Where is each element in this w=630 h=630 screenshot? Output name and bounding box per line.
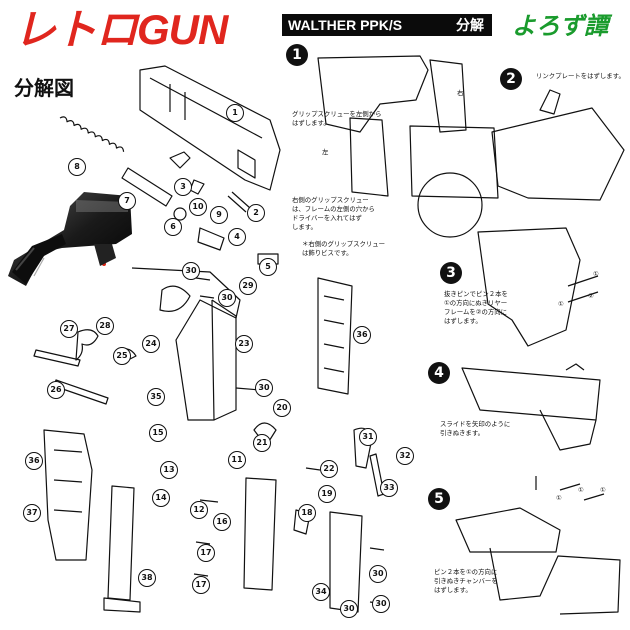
part-label: 6	[164, 218, 182, 236]
part-label: 30	[340, 600, 358, 618]
part-label: 30	[372, 595, 390, 613]
step-number-badge: 4	[428, 362, 450, 384]
part-label: 17	[192, 576, 210, 594]
part-label: 11	[228, 451, 246, 469]
part-label: 18	[298, 504, 316, 522]
part-label: 1	[226, 104, 244, 122]
logo-title: レトロGUN	[14, 6, 228, 53]
part-label: 19	[318, 485, 336, 503]
part-label: 35	[147, 388, 165, 406]
frame-part	[131, 267, 241, 421]
step-note: 左	[322, 148, 329, 156]
step-note: ①	[593, 270, 599, 278]
part-label: 21	[253, 434, 271, 452]
left-grip	[43, 429, 93, 561]
part-label: 15	[149, 424, 167, 442]
brand-logo: よろず譚	[512, 12, 608, 40]
part-label: 17	[197, 544, 215, 562]
pistol-photo	[8, 192, 132, 286]
step-note: ＊右側のグリップスクリュー は飾りビスです。	[302, 240, 386, 257]
part-label: 37	[23, 504, 41, 522]
magazine-part	[103, 485, 141, 613]
part-label: 8	[68, 158, 86, 176]
part-label: 13	[160, 461, 178, 479]
part-label: 12	[190, 501, 208, 519]
part-label: 20	[273, 399, 291, 417]
part-label: 2	[247, 204, 265, 222]
part-label: 36	[353, 326, 371, 344]
step-note: 抜きピンでピン２本を ①の方向にぬきリヤー フレームを②の方向に はずします。	[444, 290, 508, 325]
step-note: ①	[558, 300, 564, 308]
step2-diagram	[491, 89, 625, 201]
section-label: 分解	[456, 17, 484, 33]
part-label: 3	[174, 178, 192, 196]
recoil-spring	[59, 116, 125, 152]
part-label: 16	[213, 513, 231, 531]
slide-part	[139, 65, 281, 191]
part-label: 7	[118, 192, 136, 210]
part-label: 30	[255, 379, 273, 397]
part-label: 33	[380, 479, 398, 497]
step-note: 右	[457, 89, 464, 97]
part-label: 28	[96, 317, 114, 335]
page-subtitle: 分解図	[14, 76, 74, 100]
step-note: ①	[578, 486, 584, 494]
part-label: 34	[312, 583, 330, 601]
part-label: 4	[228, 228, 246, 246]
step1-diagram	[317, 55, 499, 238]
part-label: 32	[396, 447, 414, 465]
step-number-badge: 5	[428, 488, 450, 510]
part-label: 24	[142, 335, 160, 353]
part-label: 25	[113, 347, 131, 365]
part-label: 30	[218, 289, 236, 307]
part-label: 29	[239, 277, 257, 295]
part-label: 23	[235, 335, 253, 353]
step-note: ①	[556, 494, 562, 502]
part-label: 9	[210, 206, 228, 224]
step5-diagram	[455, 476, 621, 615]
step-number-badge: 2	[500, 68, 522, 90]
part-label: 26	[47, 381, 65, 399]
step-note: 右側のグリップスクリュー は、フレームの左側の穴から ドライバーを入れてはず し…	[292, 196, 375, 231]
model-bar: WALTHER PPK/S 分解	[282, 14, 492, 36]
step-note: ①	[600, 486, 606, 494]
step-number-badge: 3	[440, 262, 462, 284]
part-label: 38	[138, 569, 156, 587]
step-number-badge: 1	[286, 44, 308, 66]
step4-diagram	[461, 363, 601, 451]
part-label: 30	[369, 565, 387, 583]
part-label: 22	[320, 460, 338, 478]
part-label: 14	[152, 489, 170, 507]
right-grip	[317, 277, 353, 395]
step-note: ②	[588, 292, 594, 300]
barrel-part	[121, 167, 173, 207]
model-label: WALTHER PPK/S	[288, 17, 403, 33]
part-label: 10	[189, 198, 207, 216]
step-note: スライドを矢印のように 引きぬきます。	[440, 420, 511, 437]
part-label: 30	[182, 262, 200, 280]
part-label: 36	[25, 452, 43, 470]
part-label: 27	[60, 320, 78, 338]
part-label: 5	[259, 258, 277, 276]
step-note: グリップスクリューを左側から はずします。	[292, 110, 382, 127]
step-note: ピン２本を①の方向に 引きぬきチャンバーを はずします。	[434, 568, 498, 594]
step-note: リンクプレートをはずします。	[536, 72, 625, 80]
part-label: 31	[359, 428, 377, 446]
step3-diagram	[477, 227, 599, 347]
